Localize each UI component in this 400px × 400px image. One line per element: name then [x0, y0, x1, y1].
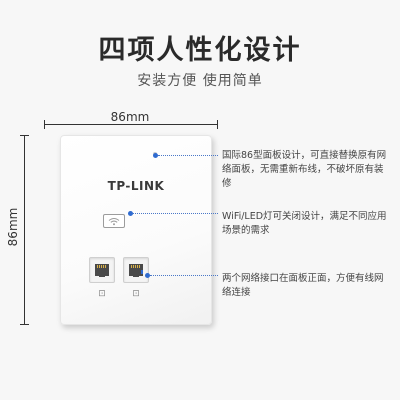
callout-dot [153, 153, 158, 158]
height-dimension-label: 86mm [6, 207, 20, 247]
page-subtitle: 安装方便 使用简单 [137, 73, 263, 89]
width-dimension-line [44, 120, 218, 129]
feature-note-panel: 国际86型面板设计，可直接替换原有网络面板，无需重新布线，不破坏原有装修 [222, 150, 387, 189]
callout-line [150, 275, 218, 276]
callout-dot [145, 273, 150, 278]
callout-line [133, 213, 218, 214]
ethernet-port-icon [129, 264, 143, 277]
port-label-icon: ⊡ [132, 289, 140, 299]
callout-dot [128, 211, 133, 216]
wall-panel: TP-LINK ⊡ ⊡ [60, 135, 212, 325]
page-title: 四项人性化设计 [98, 35, 302, 66]
callout-line [158, 155, 218, 156]
ethernet-port-left [89, 257, 115, 283]
width-dimension-label: 86mm [110, 110, 150, 124]
port-label-icon: ⊡ [98, 289, 106, 299]
wifi-icon [108, 217, 120, 225]
feature-note-ports: 两个网络接口在面板正面，方便有线网络连接 [222, 273, 384, 298]
height-dimension-line [20, 135, 29, 325]
feature-note-led: WiFi/LED灯可关闭设计，满足不同应用场景的需求 [222, 211, 387, 236]
wifi-button [103, 214, 125, 228]
ethernet-port-right [123, 257, 149, 283]
brand-logo: TP-LINK [107, 179, 165, 193]
ethernet-port-icon [95, 264, 109, 277]
